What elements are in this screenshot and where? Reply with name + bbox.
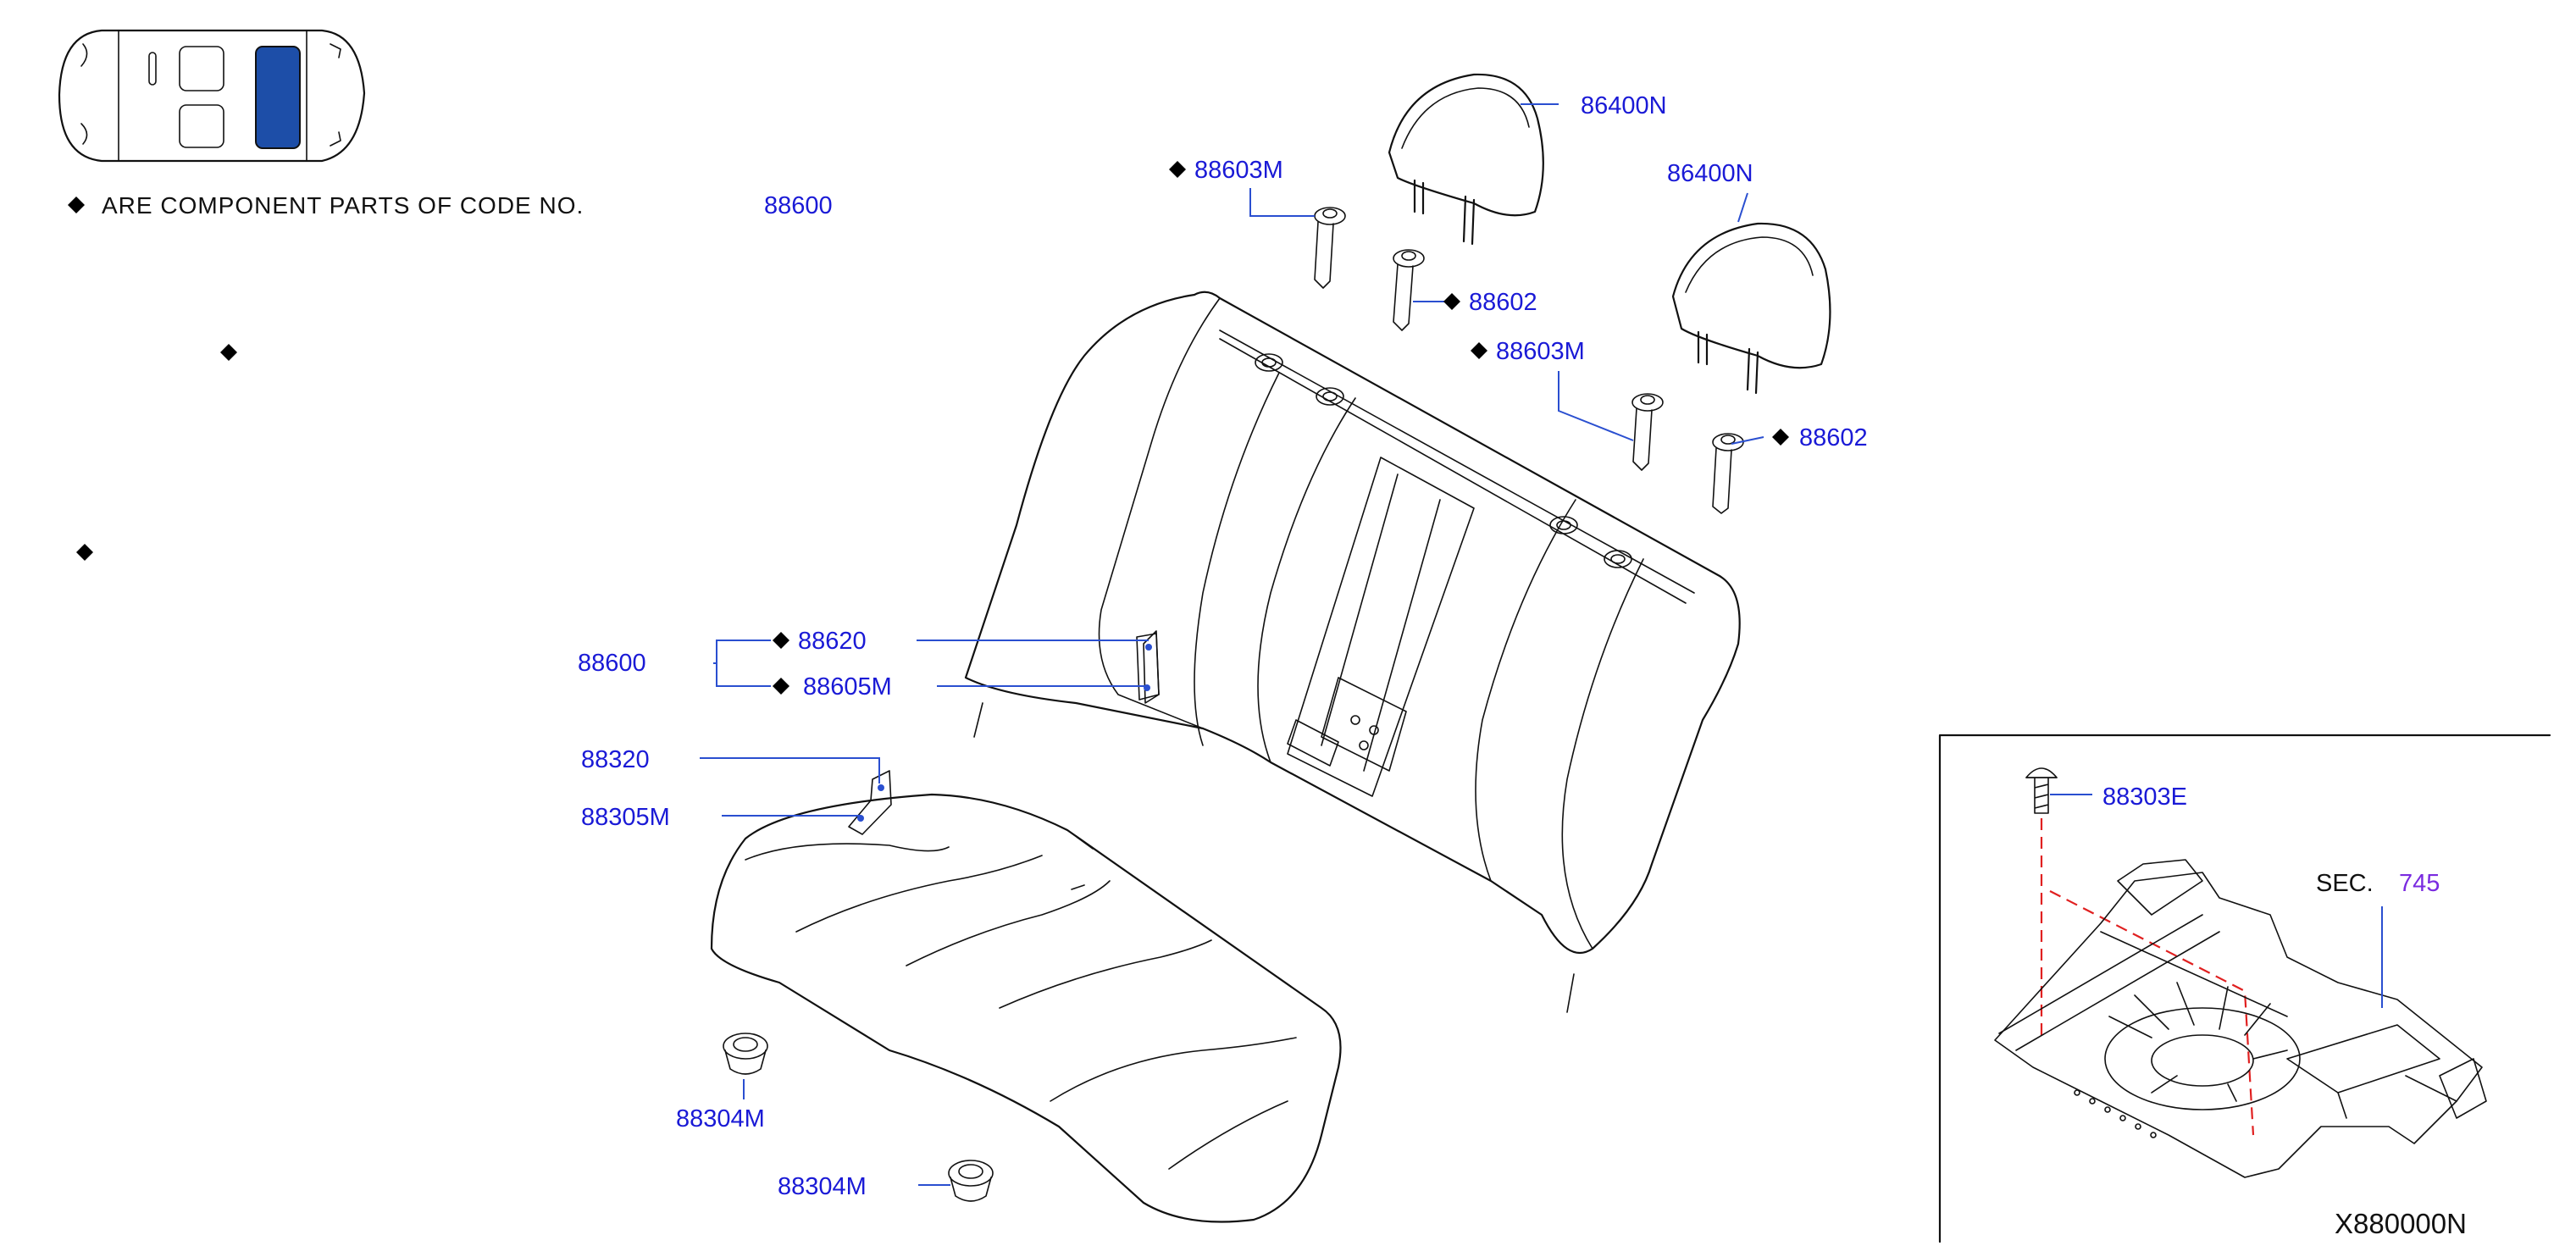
- label-seatback[interactable]: 88600: [578, 650, 646, 677]
- leader-cushion-hook: [700, 757, 880, 784]
- inset-frame: [1938, 734, 2551, 1243]
- label-cushion-hook[interactable]: 88320: [581, 746, 650, 773]
- label-guide-a[interactable]: 88603M: [1194, 157, 1283, 184]
- section-prefix: SEC.: [2316, 870, 2374, 897]
- label-clip-a[interactable]: 88304M: [676, 1105, 765, 1132]
- diamond-icon: [1443, 293, 1460, 310]
- diamond-icon: [76, 544, 93, 561]
- label-lock-b[interactable]: 88602: [1799, 424, 1868, 451]
- label-headrest-a[interactable]: 86400N: [1581, 92, 1667, 119]
- bolt-floor-drawing: [2025, 767, 2058, 814]
- label-hook[interactable]: 88620: [798, 628, 867, 655]
- diamond-icon: [773, 678, 789, 695]
- headrest-a-drawing: [1388, 73, 1544, 246]
- guide-a-drawing: [1314, 207, 1346, 289]
- note-code[interactable]: 88600: [764, 192, 833, 219]
- diamond-icon: [68, 197, 85, 213]
- leader-bracket-seatback: [713, 640, 771, 687]
- clip-a-drawing: [723, 1033, 768, 1075]
- leader-lock-b: [1731, 436, 1764, 445]
- lock-b-drawing: [1712, 433, 1744, 514]
- hook-bracket-drawing: [1136, 633, 1160, 700]
- diamond-icon: [1772, 429, 1789, 446]
- leader-guide-a: [1249, 188, 1315, 217]
- floor-inset: 88303E SEC. 745: [1938, 734, 2551, 1243]
- label-headrest-b[interactable]: 86400N: [1667, 160, 1753, 187]
- clip-b-drawing: [948, 1160, 994, 1202]
- note-text: ARE COMPONENT PARTS OF CODE NO.: [102, 192, 584, 219]
- diamond-icon: [220, 344, 237, 361]
- label-clip-b[interactable]: 88304M: [778, 1173, 867, 1200]
- lock-a-drawing: [1393, 249, 1425, 331]
- leader-hook: [917, 640, 1149, 687]
- headrest-b-drawing: [1671, 222, 1831, 395]
- seatback-drawing: [964, 291, 1741, 1013]
- diamond-icon: [773, 632, 789, 649]
- label-guide-b[interactable]: 88603M: [1496, 338, 1585, 365]
- label-bolt-floor[interactable]: 88303E: [2102, 784, 2187, 811]
- leader-guide-b: [1558, 371, 1634, 441]
- cushion-drawing: [710, 793, 1342, 1223]
- label-bolt-hook[interactable]: 88605M: [803, 673, 892, 700]
- section-link[interactable]: 745: [2399, 870, 2440, 897]
- label-lock-a[interactable]: 88602: [1469, 289, 1537, 316]
- diamond-icon: [1169, 161, 1186, 178]
- leader-headrest-b: [1737, 192, 1748, 223]
- diagram-code: X880000N: [2335, 1208, 2467, 1239]
- car-location-icon: [58, 29, 366, 163]
- label-bolt-cushion[interactable]: 88305M: [581, 804, 670, 831]
- diamond-icon: [1471, 342, 1487, 359]
- guide-b-drawing: [1631, 393, 1664, 471]
